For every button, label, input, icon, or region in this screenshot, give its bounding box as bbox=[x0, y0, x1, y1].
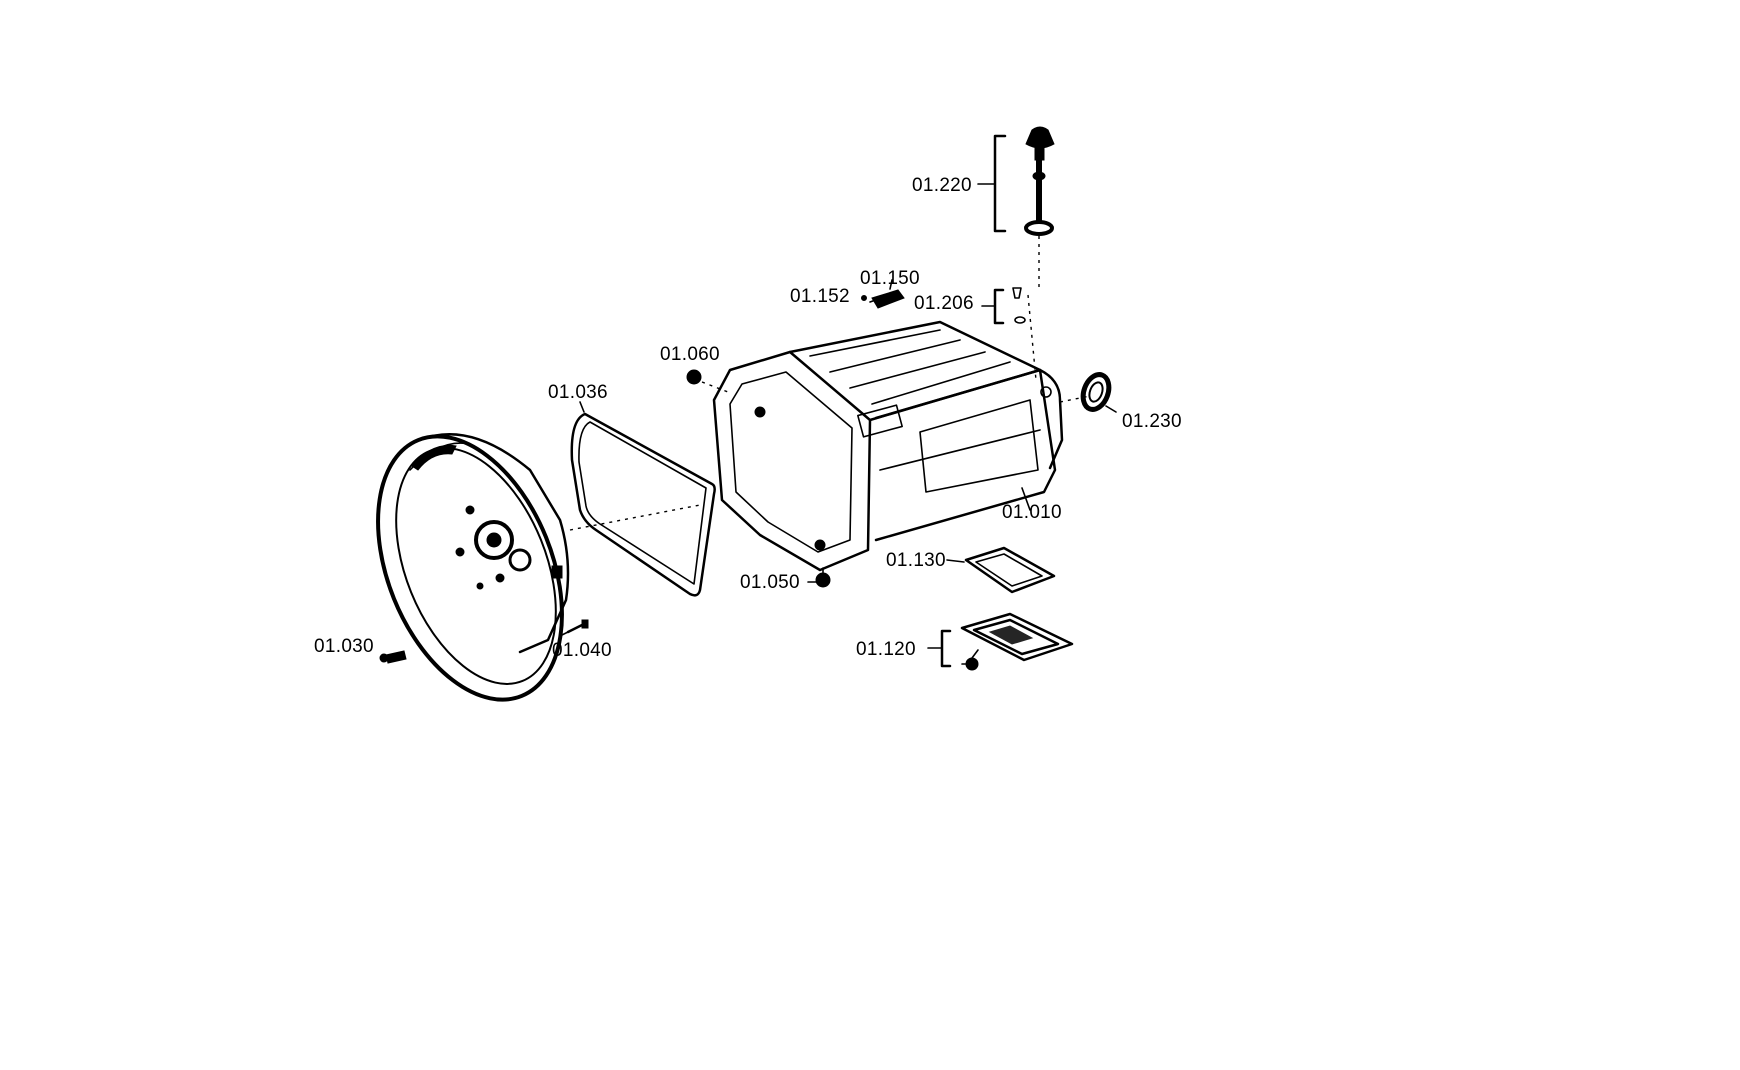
label-01-206: 01.206 bbox=[914, 293, 974, 314]
part-01-030-bolt[interactable] bbox=[379, 650, 407, 664]
part-01-120-cover-kit[interactable] bbox=[927, 612, 1074, 671]
part-01-206-vent-plug[interactable] bbox=[981, 287, 1037, 381]
label-01-120: 01.120 bbox=[856, 639, 916, 660]
label-01-040: 01.040 bbox=[552, 640, 612, 661]
part-01-060-plug[interactable] bbox=[686, 369, 729, 393]
label-01-036: 01.036 bbox=[548, 382, 608, 403]
label-01-150: 01.150 bbox=[860, 268, 920, 289]
label-01-130: 01.130 bbox=[886, 550, 946, 571]
part-clutch-bell-housing[interactable] bbox=[342, 409, 701, 726]
part-01-040-dowel-pin[interactable] bbox=[559, 619, 589, 637]
label-01-060: 01.060 bbox=[660, 344, 720, 365]
label-01-030: 01.030 bbox=[314, 636, 374, 657]
label-01-220: 01.220 bbox=[912, 175, 972, 196]
label-01-050: 01.050 bbox=[740, 572, 800, 593]
part-01-050-plug[interactable] bbox=[807, 567, 831, 588]
part-01-036-gasket[interactable] bbox=[570, 401, 716, 597]
part-01-230-seal-ring[interactable] bbox=[1079, 371, 1117, 413]
part-01-152-screw[interactable] bbox=[861, 295, 867, 301]
label-01-230: 01.230 bbox=[1122, 411, 1182, 432]
part-01-150-breather-cap[interactable] bbox=[869, 279, 905, 309]
part-01-220-dipstick[interactable] bbox=[977, 126, 1055, 290]
part-01-130-cover-gasket[interactable] bbox=[946, 546, 1056, 594]
label-01-010: 01.010 bbox=[1002, 502, 1062, 523]
label-01-152: 01.152 bbox=[790, 286, 850, 307]
